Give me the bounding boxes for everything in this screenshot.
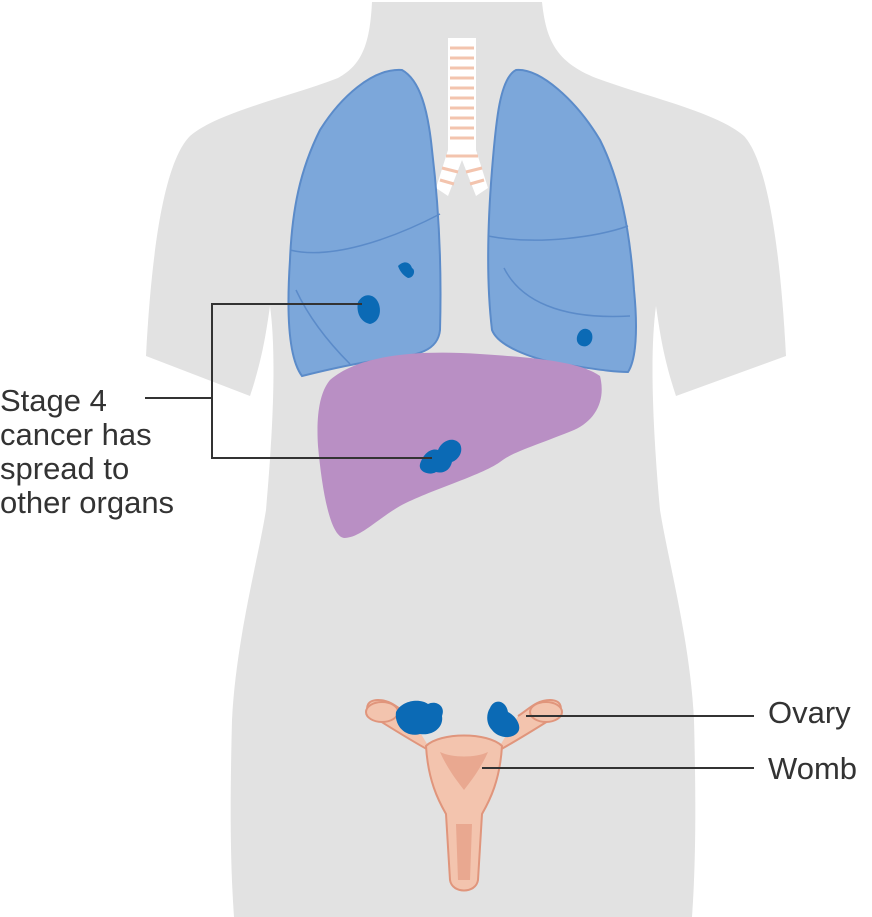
lung-tumour-main bbox=[357, 295, 380, 324]
liver-tumour bbox=[419, 439, 462, 474]
womb bbox=[424, 734, 504, 892]
stage-label-line-2: cancer has bbox=[0, 417, 152, 452]
ovary-tumour-right bbox=[487, 701, 520, 738]
ovary-tumour-left bbox=[395, 700, 443, 735]
ovary-label: Ovary bbox=[768, 695, 851, 730]
womb-label: Womb bbox=[768, 751, 858, 786]
stage-label-line-3: spread to bbox=[0, 451, 130, 486]
lung-tumour-right bbox=[576, 328, 593, 347]
stage-label-line-1: Stage 4 bbox=[0, 383, 107, 418]
trachea bbox=[436, 38, 488, 196]
tumours bbox=[357, 262, 593, 474]
lung-tumour-small bbox=[398, 262, 415, 278]
stage-4-label: Stage 4 cancer has spread to other organ… bbox=[0, 384, 174, 520]
right-lung bbox=[487, 68, 637, 374]
reproductive-system bbox=[365, 698, 563, 892]
left-lung bbox=[287, 68, 442, 378]
stage-label-line-4: other organs bbox=[0, 485, 175, 520]
leader-lines bbox=[145, 303, 754, 769]
